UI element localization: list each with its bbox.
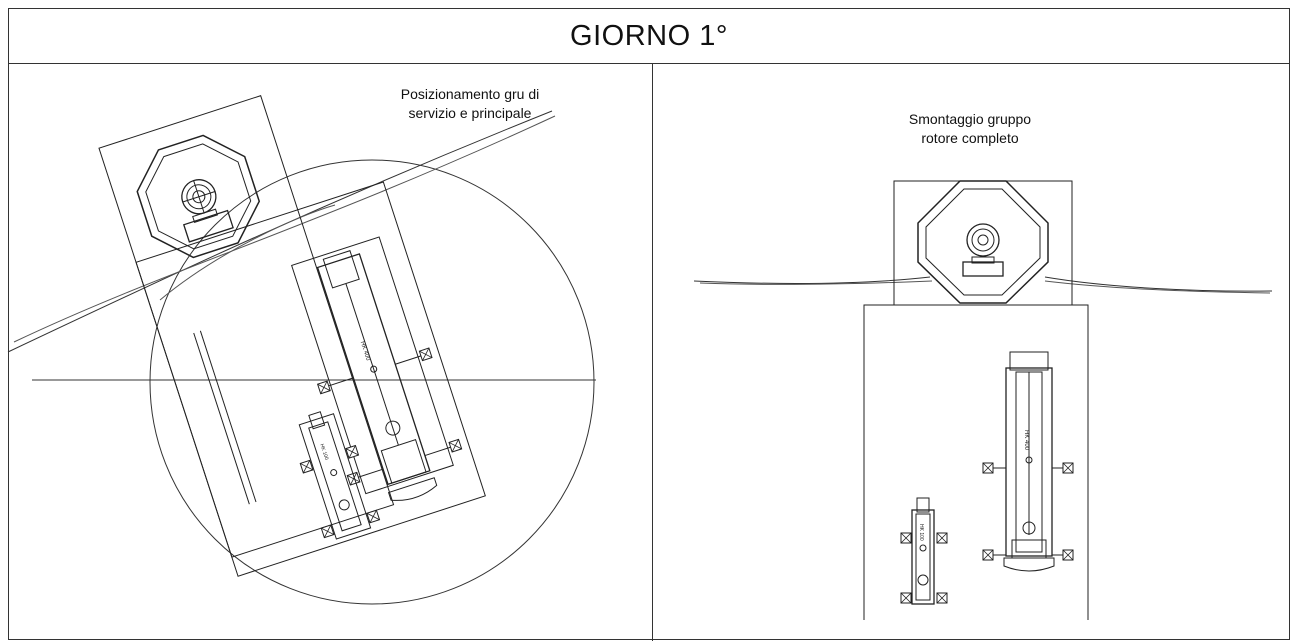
main-crane: HK 400 <box>291 236 463 501</box>
working-area <box>863 304 1089 620</box>
rotor-octagon <box>917 180 1049 304</box>
left-panel: HK 400 HK 100 <box>7 95 596 605</box>
tower-octagon <box>136 134 261 259</box>
right-service-crane: HK 100 <box>900 497 948 605</box>
right-caption-line-1: Smontaggio gruppo <box>908 111 1032 127</box>
right-main-crane-label: HK 400 <box>1023 430 1029 451</box>
page-title: GIORNO 1° <box>570 19 728 52</box>
rotor-blade-right <box>1044 276 1273 292</box>
main-crane-label: HK 400 <box>359 341 371 363</box>
crane-swing-radius <box>149 159 595 605</box>
left-caption-line-2: servizio e principale <box>408 105 532 121</box>
left-panel-caption: Posizionamento gru di servizio e princip… <box>370 85 570 123</box>
rotor-area <box>893 180 1073 306</box>
service-crane-label: HK 100 <box>318 443 329 461</box>
right-service-crane-label: HK 100 <box>918 524 924 541</box>
crane-pad <box>135 181 486 577</box>
right-main-crane: HK 400 <box>982 351 1074 572</box>
left-caption-line-1: Posizionamento gru di <box>400 86 540 102</box>
right-caption-line-2: rotore completo <box>921 130 1019 146</box>
service-crane: HK 100 <box>298 411 381 540</box>
drawing-frame: GIORNO 1° <box>8 8 1290 641</box>
right-panel-caption: Smontaggio gruppo rotore completo <box>885 110 1055 148</box>
left-site-layout: HK 400 HK 100 <box>98 95 486 577</box>
panel-divider <box>652 64 653 641</box>
blade-curve <box>7 110 553 353</box>
blade-curve-2 <box>13 115 556 343</box>
right-panel: HK 400 HK 100 <box>693 180 1273 620</box>
rotor-blade-left <box>693 276 931 285</box>
title-bar: GIORNO 1° <box>9 9 1289 64</box>
